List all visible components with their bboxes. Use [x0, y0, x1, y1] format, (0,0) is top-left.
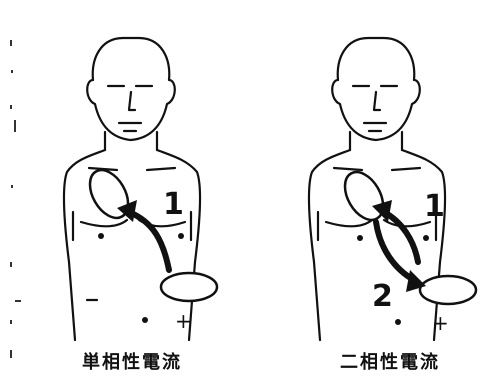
monophasic-caption: 単相性電流: [82, 348, 182, 374]
upper-paddle: [337, 165, 391, 226]
phase-label-1: 1: [163, 187, 184, 222]
plus-sign: +: [175, 309, 192, 333]
phase-label-2: 2: [372, 279, 393, 314]
monophasic-figure: 1 +: [5, 0, 245, 345]
torso-outline: [309, 150, 350, 340]
plus-sign: +: [432, 311, 449, 335]
biphasic-caption: 二相性電流: [340, 348, 440, 374]
head-outline: [87, 38, 175, 140]
lower-paddle: [161, 273, 217, 301]
lower-paddle: [420, 276, 476, 304]
biphasic-figure: 1 2 +: [250, 0, 490, 345]
head-outline: [332, 38, 420, 140]
phase-label-1: 1: [424, 189, 445, 224]
